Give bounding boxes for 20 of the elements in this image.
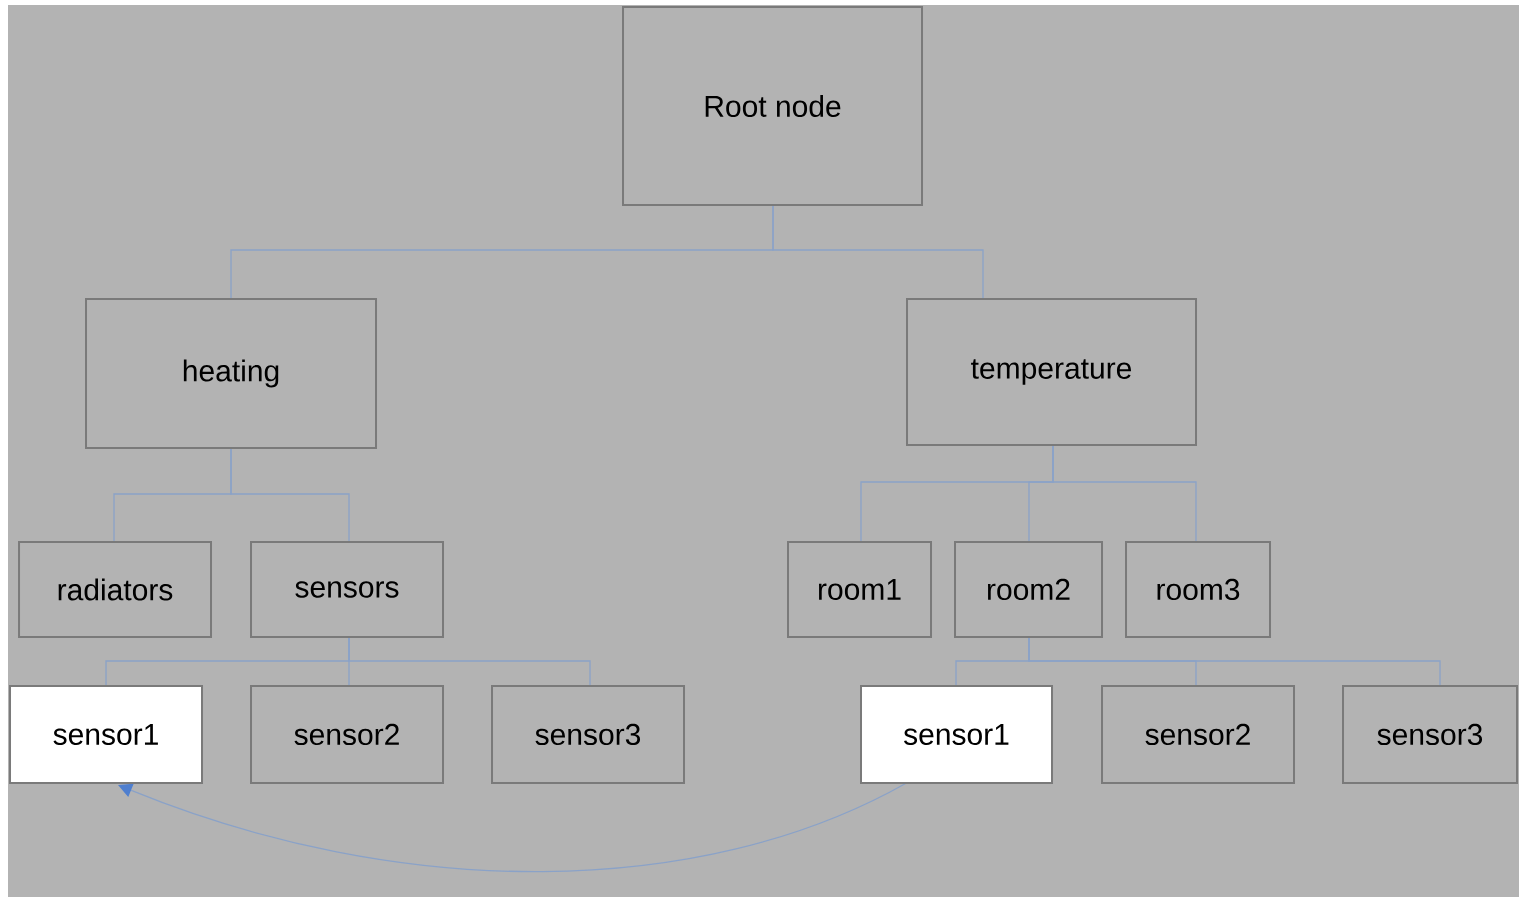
connector-line xyxy=(772,204,984,300)
tree-box: temperature xyxy=(906,298,1197,446)
tree-box: room3 xyxy=(1125,541,1271,638)
tree-box: sensor2 xyxy=(1101,685,1295,784)
tree-box: sensor3 xyxy=(1342,685,1518,784)
connector-line xyxy=(230,447,350,543)
tree-box: radiators xyxy=(18,541,212,638)
connector-line xyxy=(1052,444,1197,543)
tree-box: sensor3 xyxy=(491,685,685,784)
tree-box: room1 xyxy=(787,541,932,638)
curved-arrow xyxy=(118,782,908,873)
tree-box: sensors xyxy=(250,541,444,638)
connector-line xyxy=(348,636,591,687)
tree-box: Root node xyxy=(622,6,923,206)
connector-line xyxy=(1028,636,1441,687)
tree-box: sensor2 xyxy=(250,685,444,784)
tree-box: sensor1 xyxy=(9,685,203,784)
tree-box: heating xyxy=(85,298,377,449)
tree-box: room2 xyxy=(954,541,1103,638)
tree-box: sensor1 xyxy=(860,685,1053,784)
